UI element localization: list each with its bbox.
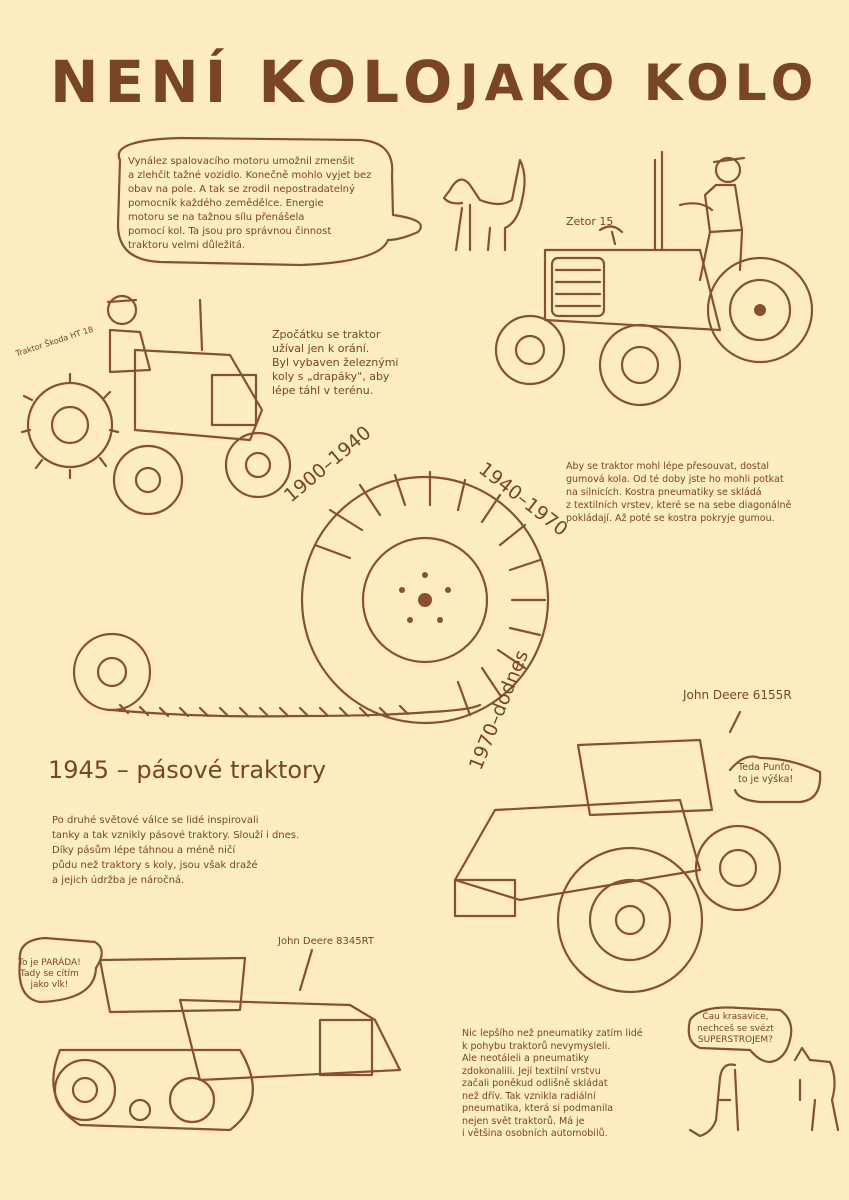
text-early-tractors: Zpočátku se traktor užíval jen k orání. … <box>272 328 399 397</box>
dogs-bottom-illustration <box>687 1006 840 1138</box>
john-deere-8345rt-illustration <box>18 936 402 1132</box>
text-radial-tires: Nic lepšího než pneumatiky zatím lidé k … <box>462 1028 643 1139</box>
speech-tracked-dog: To je PARÁDA! Tady se cítím jako vlk! <box>18 958 81 990</box>
zetor-15-illustration <box>494 150 814 407</box>
speech-deere-dog: Teda Punťo, to je výška! <box>738 762 794 785</box>
text-tracked-tractors: Po druhé světové válce se lidé inspirova… <box>52 815 300 886</box>
text-rubber-wheels: Aby se traktor mohl lépe přesouvat, dost… <box>566 461 792 524</box>
skoda-tractor-illustration <box>20 294 292 516</box>
title-left: NENÍ KOLO <box>50 48 459 116</box>
title-right: JAKO KOLO <box>460 54 820 112</box>
intro-bubble-text: Vynález spalovacího motoru umožnil zmenš… <box>128 156 372 251</box>
label-john-deere-8345rt: John Deere 8345RT <box>278 936 374 947</box>
intro-bubble-outline <box>116 136 423 267</box>
tracked-heading: 1945 – pásové traktory <box>48 756 327 784</box>
john-deere-6155r-illustration <box>453 710 822 994</box>
tire-timeline-illustration <box>72 470 550 725</box>
label-john-deere-6155r: John Deere 6155R <box>683 688 792 702</box>
dog-top-illustration <box>442 158 526 252</box>
label-zetor-15: Zetor 15 <box>566 215 614 228</box>
speech-dog-ask: Čau krasavice, nechceš se svézt SUPERSTR… <box>697 1012 774 1045</box>
